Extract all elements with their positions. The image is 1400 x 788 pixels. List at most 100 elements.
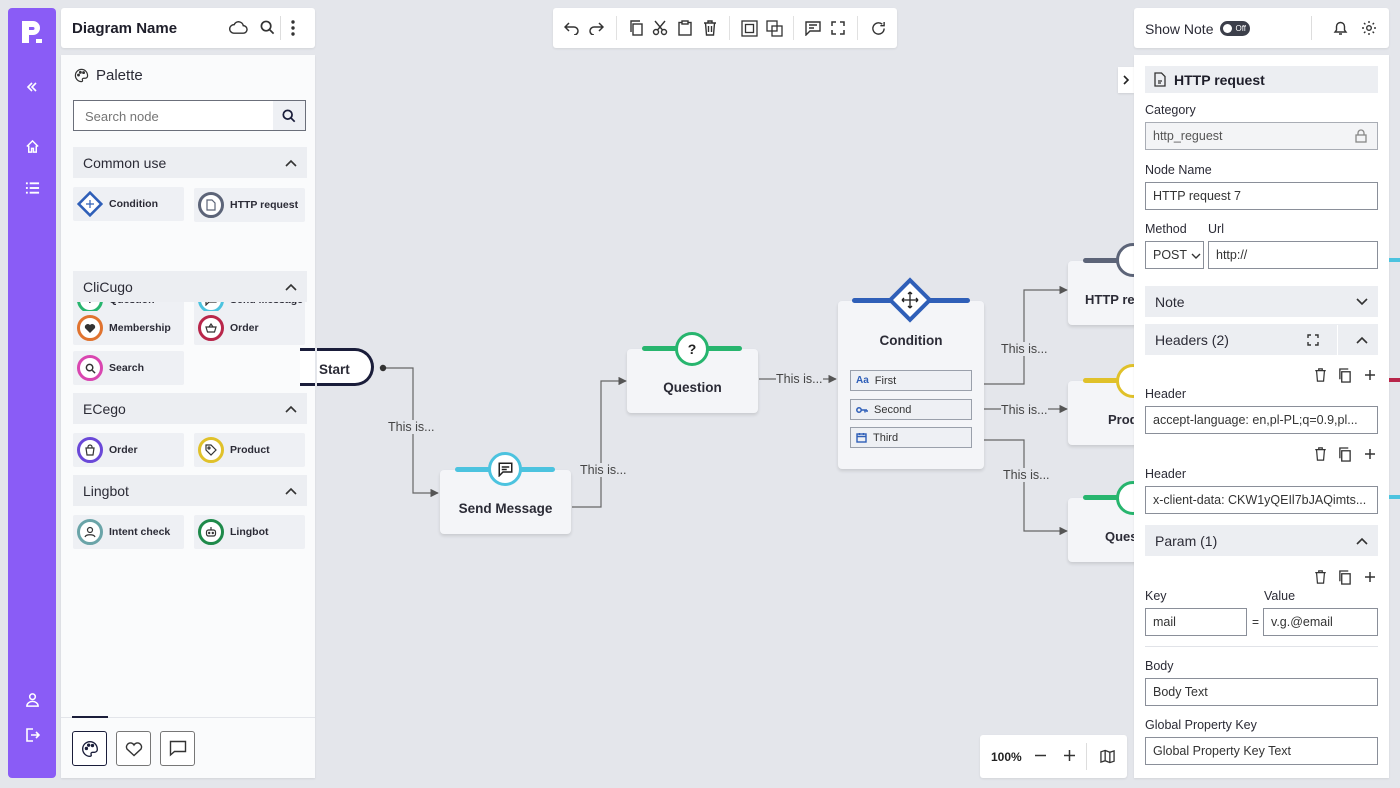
search-button[interactable] xyxy=(273,101,305,130)
chevron-up-icon xyxy=(285,405,297,413)
headers-section[interactable]: Headers (2) xyxy=(1145,324,1378,355)
global-key-field[interactable]: Global Property Key Text xyxy=(1145,737,1378,765)
paste-icon[interactable] xyxy=(675,18,695,38)
param-section[interactable]: Param (1) xyxy=(1145,525,1378,556)
more-vertical-icon[interactable] xyxy=(291,20,295,36)
condition-case-third[interactable]: Third xyxy=(850,427,972,448)
edge-label: This is... xyxy=(1001,342,1048,356)
palette-item-label: Order xyxy=(230,322,259,334)
note-icon[interactable] xyxy=(803,18,823,38)
http-file-icon xyxy=(1154,72,1166,87)
palette-item-product[interactable]: Product xyxy=(194,433,305,467)
method-select[interactable]: POST xyxy=(1145,241,1204,269)
palette-item-search[interactable]: Search xyxy=(73,351,184,385)
value-label: Value xyxy=(1264,589,1296,603)
duplicate-icon[interactable] xyxy=(1337,446,1353,462)
edge-condition-to-question[interactable] xyxy=(984,439,1068,536)
delete-icon[interactable] xyxy=(1312,367,1328,383)
logout-icon[interactable] xyxy=(20,723,44,747)
condition-case-second[interactable]: Second xyxy=(850,399,972,420)
diagram-name[interactable]: Diagram Name xyxy=(72,20,178,37)
search-node-input[interactable] xyxy=(83,108,267,125)
category-value: http_reguest xyxy=(1153,129,1223,143)
collapse-sidebar-icon[interactable] xyxy=(20,75,44,99)
zoom-in-icon[interactable] xyxy=(1063,749,1076,762)
tab-favorites[interactable] xyxy=(116,731,151,766)
edge-send-message-to-question[interactable] xyxy=(572,376,627,508)
palette-item-intent-check[interactable]: Intent check xyxy=(73,515,184,549)
search-icon[interactable] xyxy=(260,20,275,35)
delete-icon[interactable] xyxy=(1312,446,1328,462)
copy-icon[interactable] xyxy=(626,18,646,38)
start-port[interactable] xyxy=(379,364,387,372)
param-actions xyxy=(1312,569,1378,585)
cloud-icon[interactable] xyxy=(229,20,248,35)
delete-icon[interactable] xyxy=(700,18,720,38)
param-value-field[interactable]: v.g.@email xyxy=(1263,608,1378,636)
node-name-field[interactable]: HTTP request 7 xyxy=(1145,182,1378,210)
section-lingbot[interactable]: Lingbot xyxy=(73,475,307,506)
note-section[interactable]: Note xyxy=(1145,286,1378,317)
tab-comments[interactable] xyxy=(160,731,195,766)
map-icon[interactable] xyxy=(1100,749,1115,764)
show-note-bar: Show Note Off xyxy=(1134,8,1389,48)
divider xyxy=(793,16,794,40)
zoom-out-icon[interactable] xyxy=(1034,749,1047,762)
divider xyxy=(729,16,730,40)
bell-icon[interactable] xyxy=(1333,20,1348,36)
home-icon[interactable] xyxy=(20,134,44,158)
add-icon[interactable] xyxy=(1362,446,1378,462)
delete-icon[interactable] xyxy=(1312,569,1328,585)
expand-icon[interactable] xyxy=(1307,333,1319,346)
section-common-use[interactable]: Common use xyxy=(73,147,307,178)
node-label: Question xyxy=(663,380,722,395)
tab-palette[interactable] xyxy=(72,731,107,766)
palette-item-order[interactable]: Order xyxy=(194,311,305,345)
add-icon[interactable] xyxy=(1362,569,1378,585)
header-field-1[interactable]: accept-language: en,pl-PL;q=0.9,pl... xyxy=(1145,406,1378,434)
divider xyxy=(1145,646,1378,647)
cut-icon[interactable] xyxy=(650,18,670,38)
url-field[interactable]: http:// xyxy=(1208,241,1378,269)
param-key-field[interactable]: mail xyxy=(1145,608,1247,636)
app-logo-icon[interactable] xyxy=(20,20,44,44)
collapse-properties-button[interactable] xyxy=(1118,67,1134,93)
body-field[interactable]: Body Text xyxy=(1145,678,1378,706)
add-icon[interactable] xyxy=(1362,367,1378,383)
node-label: Send Message xyxy=(458,501,553,516)
key-icon xyxy=(856,406,868,413)
start-node[interactable]: Start xyxy=(300,348,374,386)
palette-item-http-request[interactable]: HTTP request xyxy=(194,188,305,222)
condition-node[interactable]: Condition Aa First Second Third xyxy=(838,301,984,469)
header-field-2[interactable]: x-client-data: CKW1yQEIl7bJAQimts... xyxy=(1145,486,1378,514)
node-name-label: Node Name xyxy=(1145,163,1212,177)
section-ecego[interactable]: ECego xyxy=(73,393,307,424)
duplicate-icon[interactable] xyxy=(1337,569,1353,585)
canvas-edge-mask xyxy=(315,344,317,390)
refresh-icon[interactable] xyxy=(868,18,888,38)
palette-item-label: HTTP request xyxy=(230,199,299,211)
question-node[interactable]: Question xyxy=(627,349,758,413)
show-note-toggle[interactable]: Off xyxy=(1220,21,1250,36)
palette-item-ecego-order[interactable]: Order xyxy=(73,433,184,467)
properties-title: HTTP request xyxy=(1174,72,1265,88)
fullscreen-icon[interactable] xyxy=(828,18,848,38)
ungroup-icon[interactable] xyxy=(764,18,784,38)
offscreen-node-bar xyxy=(1389,258,1400,262)
chevron-up-icon xyxy=(285,283,297,291)
palette-item-condition[interactable]: Condition xyxy=(73,187,184,221)
body-label: Body xyxy=(1145,659,1174,673)
duplicate-icon[interactable] xyxy=(1337,367,1353,383)
undo-icon[interactable] xyxy=(562,18,582,38)
user-icon[interactable] xyxy=(20,687,44,711)
section-clicugo[interactable]: CliCugo xyxy=(73,271,307,302)
edge-condition-to-http[interactable] xyxy=(984,285,1068,385)
global-key-label: Global Property Key xyxy=(1145,718,1257,732)
palette-item-lingbot[interactable]: Lingbot xyxy=(194,515,305,549)
settings-gear-icon[interactable] xyxy=(1361,20,1377,36)
redo-icon[interactable] xyxy=(586,18,606,38)
palette-item-membership[interactable]: Membership xyxy=(73,311,184,345)
group-icon[interactable] xyxy=(739,18,759,38)
list-icon[interactable] xyxy=(20,176,44,200)
condition-case-first[interactable]: Aa First xyxy=(850,370,972,391)
